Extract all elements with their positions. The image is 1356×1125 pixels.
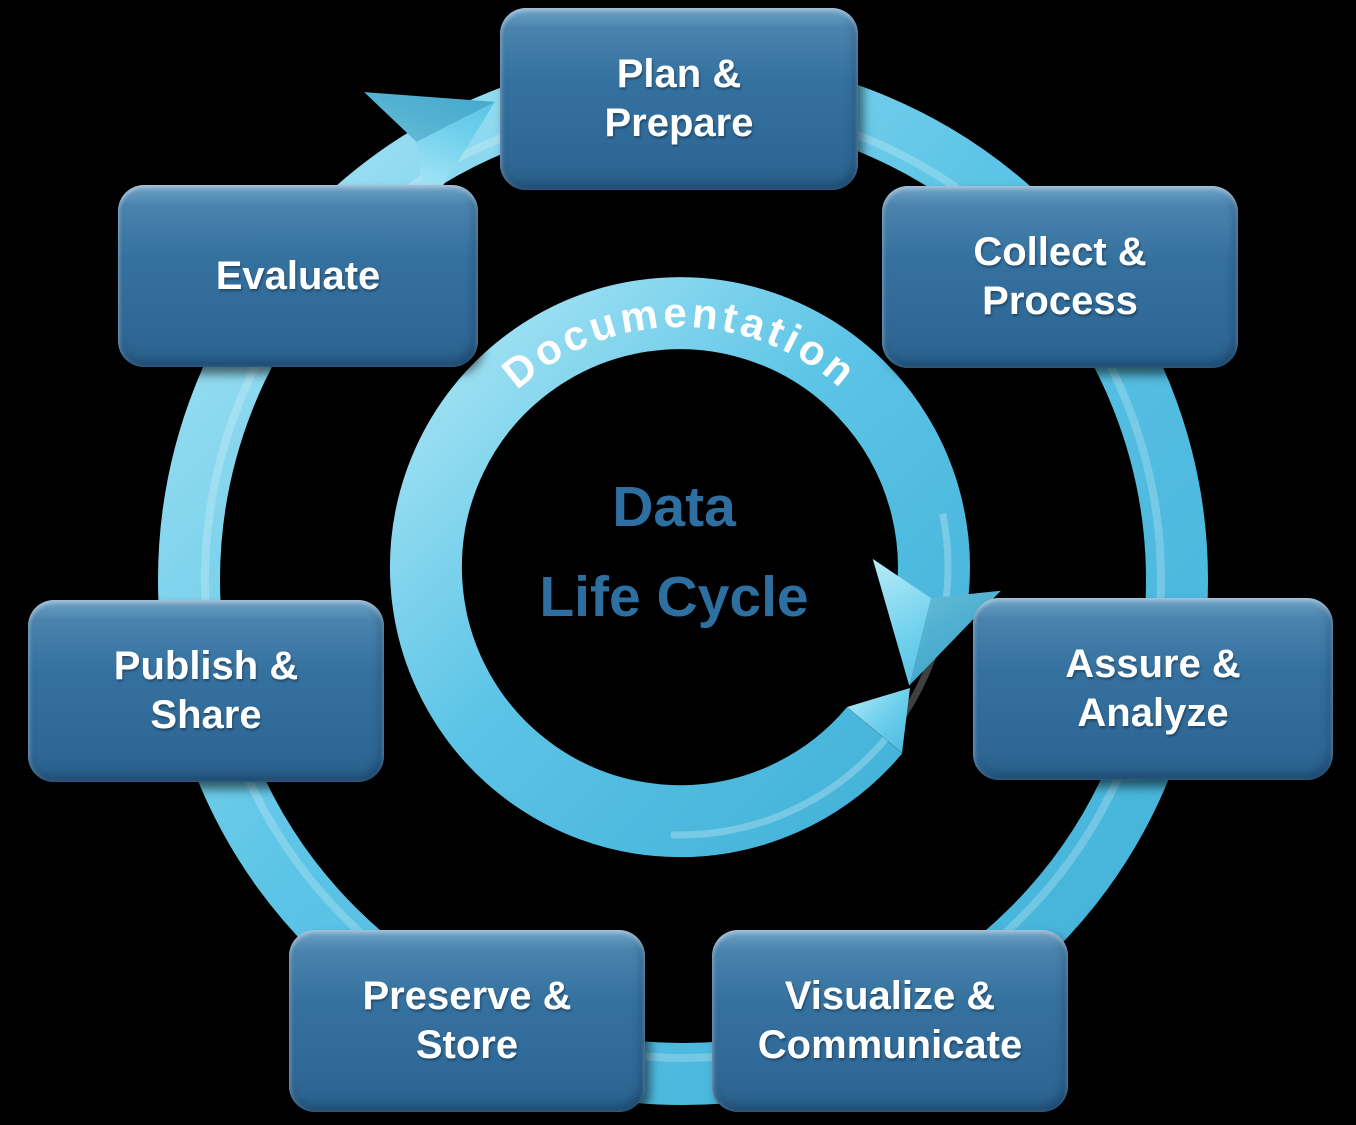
node-evaluate-label: Evaluate xyxy=(215,253,381,298)
node-collect-process: Collect & Process xyxy=(882,186,1238,368)
node-plan-prepare: Plan & Prepare xyxy=(500,8,858,190)
documentation-ring-tail xyxy=(847,688,910,753)
documentation-ring xyxy=(389,277,970,858)
node-evaluate: Evaluate xyxy=(118,185,478,367)
node-preserve-store-label: Preserve & Store xyxy=(362,974,572,1067)
node-publish-share: Publish & Share xyxy=(28,600,384,782)
node-assure-analyze: Assure & Analyze xyxy=(973,598,1333,780)
documentation-ring-highlight xyxy=(408,295,952,839)
node-plan-prepare-label: Plan & Prepare xyxy=(604,52,754,145)
node-visualize-communicate: Visualize & Communicate xyxy=(712,930,1068,1112)
outer-ring-arrowhead-icon xyxy=(364,92,495,214)
node-assure-analyze-label: Assure & Analyze xyxy=(1065,642,1241,735)
node-preserve-store: Preserve & Store xyxy=(289,930,645,1112)
node-collect-process-label: Collect & Process xyxy=(973,230,1147,323)
node-visualize-communicate-label: Visualize & Communicate xyxy=(757,974,1023,1067)
node-publish-share-label: Publish & Share xyxy=(113,644,299,737)
